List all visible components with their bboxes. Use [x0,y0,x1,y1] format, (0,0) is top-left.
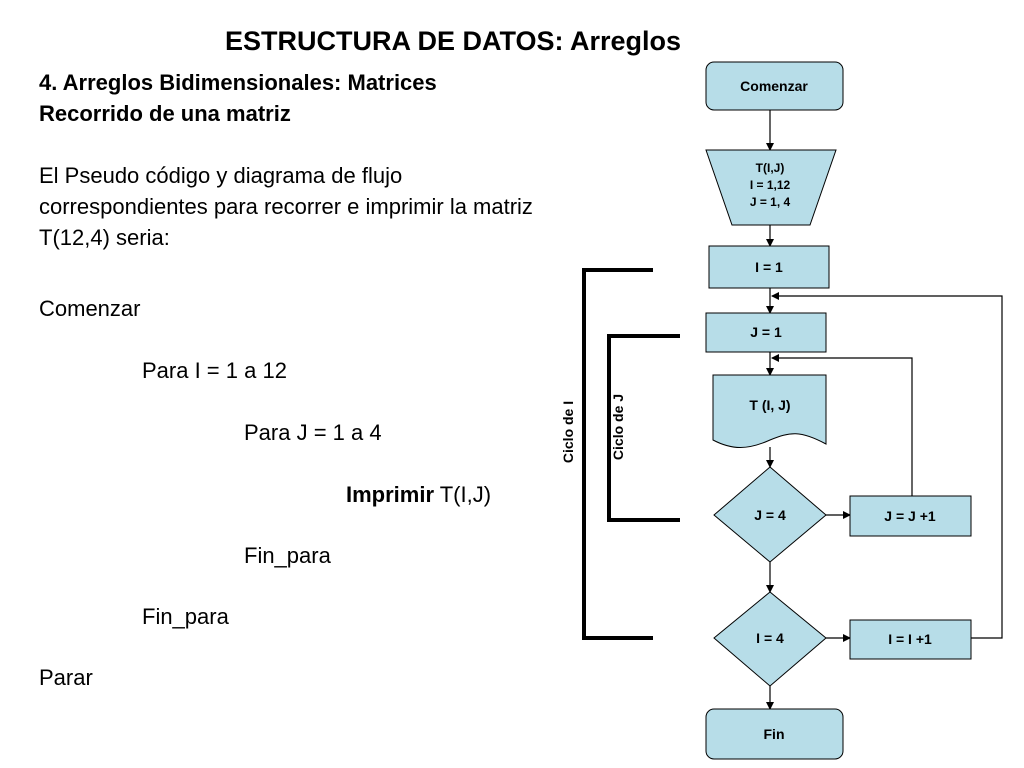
loop-j-label: Ciclo de J [610,394,626,460]
print-keyword: Imprimir [346,482,435,507]
input-trapezoid [705,149,837,226]
intro-line-1: El Pseudo código y diagrama de flujo [39,163,403,188]
loop-i-bracket [582,268,653,640]
init-j-label: J = 1 [750,324,782,340]
decision-j-label: J = 4 [754,507,786,523]
increment-i-process [849,619,972,660]
arrow-increment-j-loop-back [771,354,913,496]
pseudocode-print: Imprimir T(I,J) [346,482,491,508]
loop-j-bracket [607,334,680,522]
section-subtitle-2: Recorrido de una matriz [39,101,291,126]
print-argument: T(I,J) [434,482,492,507]
end-label: Fin [764,726,785,742]
print-label: T (I, J) [749,397,790,413]
pseudocode-start: Comenzar [39,296,141,321]
pseudocode-end-for-i: Fin_para [142,604,229,629]
increment-j-process [849,495,972,537]
input-label-line-3: J = 1, 4 [750,195,791,209]
decision-i-label: I = 4 [756,630,784,646]
intro-line-2: correspondientes para recorrer e imprimi… [39,194,533,219]
increment-j-label: J = J +1 [884,508,936,524]
init-i-label: I = 1 [755,259,783,275]
start-label: Comenzar [740,78,808,94]
arrow-increment-i-loop-back [771,292,1003,639]
start-terminal [705,61,844,111]
end-terminal [705,708,844,760]
increment-i-label: I = I +1 [888,631,932,647]
intro-line-3: T(12,4) seria: [39,225,170,250]
pseudocode-for-j: Para J = 1 a 4 [244,420,382,445]
pseudocode-for-i: Para I = 1 a 12 [142,358,287,383]
pseudocode-stop: Parar [39,665,93,690]
decision-j [713,466,827,563]
init-i-process [708,245,830,289]
print-document [712,374,827,448]
init-j-process [705,312,827,353]
pseudocode-end-for-j: Fin_para [244,543,331,568]
slide-title: ESTRUCTURA DE DATOS: Arreglos [225,26,682,56]
section-subtitle: 4. Arreglos Bidimensionales: Matrices [39,70,437,95]
loop-i-label: Ciclo de I [560,401,576,463]
input-label-line-2: I = 1,12 [750,178,791,192]
decision-i [713,591,827,687]
input-label-line-1: T(I,J) [756,161,785,175]
